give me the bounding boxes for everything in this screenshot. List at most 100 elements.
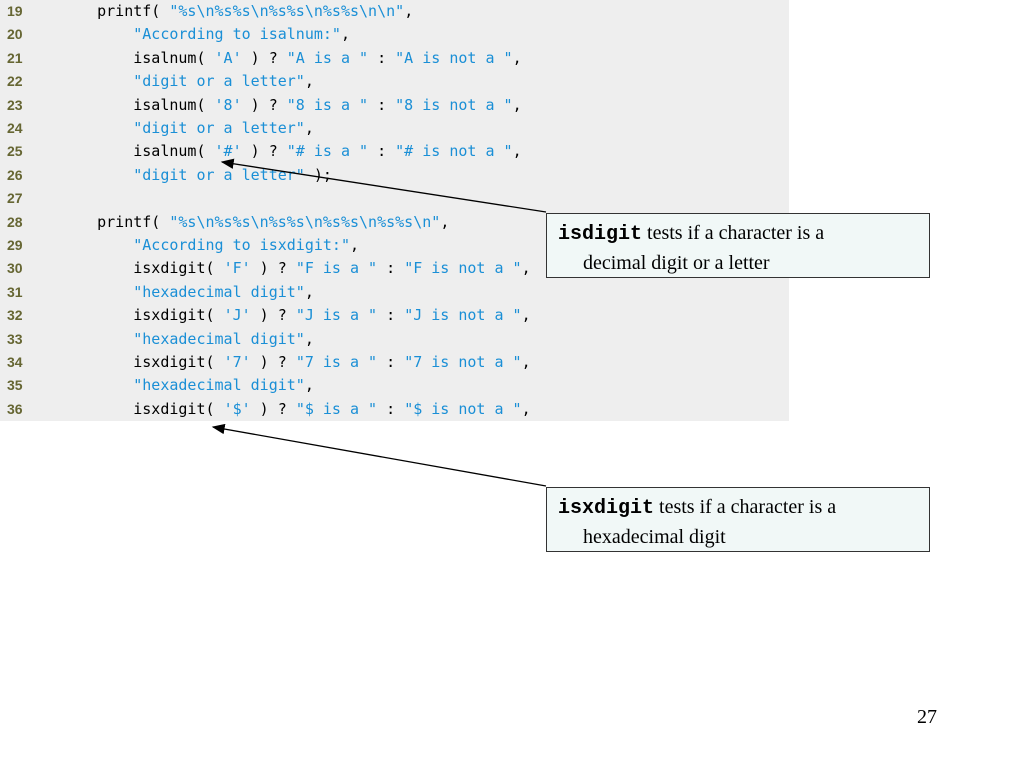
code-token: isxdigit( bbox=[61, 353, 224, 371]
code-token: , bbox=[440, 212, 450, 231]
code-line: 23 isalnum( '8' ) ? "8 is a " : "8 is no… bbox=[0, 94, 789, 117]
code-line: 24 "digit or a letter", bbox=[0, 117, 789, 140]
code-line: 30 isxdigit( 'F' ) ? "F is a " : "F is n… bbox=[0, 257, 789, 280]
char-literal: 'F' bbox=[223, 259, 251, 278]
line-number: 27 bbox=[7, 190, 23, 207]
string-literal: "According to isxdigit:" bbox=[133, 236, 350, 254]
code-token: ) ? bbox=[250, 259, 296, 278]
code-token: isxdigit( bbox=[61, 259, 224, 278]
line-number: 36 bbox=[7, 400, 23, 417]
callout-keyword: isdigit bbox=[558, 223, 643, 246]
line-number: 30 bbox=[7, 260, 23, 277]
callout-isxdigit: isxdigit tests if a character is a hexad… bbox=[546, 487, 930, 552]
line-number: 32 bbox=[7, 307, 23, 324]
code-token: ) ? bbox=[250, 353, 296, 371]
code-token: isalnum( bbox=[61, 48, 215, 67]
code-token bbox=[61, 72, 133, 90]
line-number: 26 bbox=[7, 166, 23, 183]
code-token bbox=[61, 376, 133, 394]
code-line: 21 isalnum( 'A' ) ? "A is a " : "A is no… bbox=[0, 47, 789, 70]
string-literal: "According to isalnum:" bbox=[133, 25, 341, 44]
string-literal: "$ is not a " bbox=[404, 399, 522, 418]
string-literal: "digit or a letter" bbox=[133, 165, 305, 184]
line-number: 29 bbox=[7, 237, 23, 253]
code-text: isalnum( '#' ) ? "# is a " : "# is not a… bbox=[61, 140, 522, 163]
line-number: 20 bbox=[7, 26, 23, 43]
code-line: 33 "hexadecimal digit", bbox=[0, 328, 789, 351]
code-token: printf( bbox=[61, 212, 170, 231]
code-token bbox=[61, 236, 133, 254]
string-literal: "J is not a " bbox=[404, 306, 522, 325]
code-token: , bbox=[521, 353, 531, 371]
code-text: isxdigit( '$' ) ? "$ is a " : "$ is not … bbox=[61, 398, 531, 421]
char-literal: '8' bbox=[214, 95, 242, 114]
string-literal: "digit or a letter" bbox=[133, 119, 305, 137]
code-token: ); bbox=[304, 165, 332, 184]
string-literal: "hexadecimal digit" bbox=[133, 282, 305, 301]
code-line: 27 bbox=[0, 187, 789, 210]
code-line: 26 "digit or a letter" ); bbox=[0, 164, 789, 187]
code-token: ) ? bbox=[241, 48, 287, 67]
char-literal: '7' bbox=[223, 353, 251, 371]
code-text: "digit or a letter", bbox=[61, 70, 314, 93]
string-literal: "%s\n%s%s\n%s%s\n%s%s\n%s%s\n" bbox=[169, 212, 441, 231]
code-line: 19 printf( "%s\n%s%s\n%s%s\n%s%s\n\n", bbox=[0, 0, 789, 23]
line-number: 21 bbox=[7, 49, 23, 66]
line-number: 22 bbox=[7, 73, 23, 90]
line-number: 25 bbox=[7, 143, 23, 160]
arrow-to-isxdigit-dollar bbox=[211, 423, 547, 487]
code-text: isxdigit( '7' ) ? "7 is a " : "7 is not … bbox=[61, 351, 531, 374]
code-token: , bbox=[304, 376, 314, 395]
code-text: "hexadecimal digit", bbox=[61, 281, 314, 304]
code-token: , bbox=[512, 48, 522, 67]
code-token bbox=[61, 166, 133, 184]
code-token bbox=[61, 330, 133, 348]
code-token: , bbox=[304, 282, 314, 301]
code-line: 25 isalnum( '#' ) ? "# is a " : "# is no… bbox=[0, 140, 789, 163]
line-number: 34 bbox=[7, 354, 23, 370]
string-literal: "7 is a " bbox=[295, 353, 378, 371]
callout-isdigit: isdigit tests if a character is a decima… bbox=[546, 213, 930, 278]
callout-keyword: isxdigit bbox=[558, 497, 655, 520]
code-token: : bbox=[368, 95, 396, 114]
code-token: ) ? bbox=[241, 95, 287, 114]
string-literal: "8 is a " bbox=[286, 95, 369, 114]
line-number: 35 bbox=[7, 377, 23, 394]
code-token: : bbox=[377, 399, 405, 418]
char-literal: 'J' bbox=[223, 306, 251, 325]
code-token: , bbox=[340, 25, 350, 44]
code-token: ) ? bbox=[241, 142, 287, 161]
line-number: 23 bbox=[7, 96, 23, 113]
code-token: , bbox=[304, 329, 314, 348]
code-token: , bbox=[512, 95, 522, 114]
code-line: 22 "digit or a letter", bbox=[0, 70, 789, 93]
line-number: 31 bbox=[7, 283, 23, 300]
code-token: , bbox=[512, 142, 522, 161]
code-line: 36 isxdigit( '$' ) ? "$ is a " : "$ is n… bbox=[0, 398, 789, 421]
code-text: printf( "%s\n%s%s\n%s%s\n%s%s\n%s%s\n", bbox=[61, 211, 449, 234]
string-literal: "digit or a letter" bbox=[133, 72, 305, 91]
code-line: 34 isxdigit( '7' ) ? "7 is a " : "7 is n… bbox=[0, 351, 789, 374]
code-line: 32 isxdigit( 'J' ) ? "J is a " : "J is n… bbox=[0, 304, 789, 327]
code-line: 31 "hexadecimal digit", bbox=[0, 281, 789, 304]
string-literal: "8 is not a " bbox=[395, 95, 513, 114]
callout-text-continued: decimal digit or a letter bbox=[583, 252, 770, 274]
code-token: : bbox=[377, 306, 405, 325]
code-text: "According to isxdigit:", bbox=[61, 234, 359, 257]
code-token: printf( bbox=[61, 2, 170, 20]
code-token: , bbox=[521, 399, 531, 418]
code-text: isalnum( '8' ) ? "8 is a " : "8 is not a… bbox=[61, 94, 522, 117]
code-token: : bbox=[368, 142, 396, 161]
code-text: isxdigit( 'J' ) ? "J is a " : "J is not … bbox=[61, 304, 530, 327]
char-literal: '#' bbox=[214, 142, 242, 161]
callout-text: tests if a character is a bbox=[654, 496, 837, 518]
code-listing: 19 printf( "%s\n%s%s\n%s%s\n%s%s\n\n", 20… bbox=[0, 0, 789, 421]
code-line: 35 "hexadecimal digit", bbox=[0, 374, 789, 397]
code-token: : bbox=[377, 353, 405, 371]
string-literal: "F is not a " bbox=[404, 259, 522, 278]
code-token: , bbox=[521, 259, 531, 278]
line-number: 19 bbox=[7, 3, 23, 19]
code-token: ) ? bbox=[250, 399, 296, 418]
string-literal: "J is a " bbox=[295, 306, 378, 325]
code-token bbox=[61, 119, 133, 137]
